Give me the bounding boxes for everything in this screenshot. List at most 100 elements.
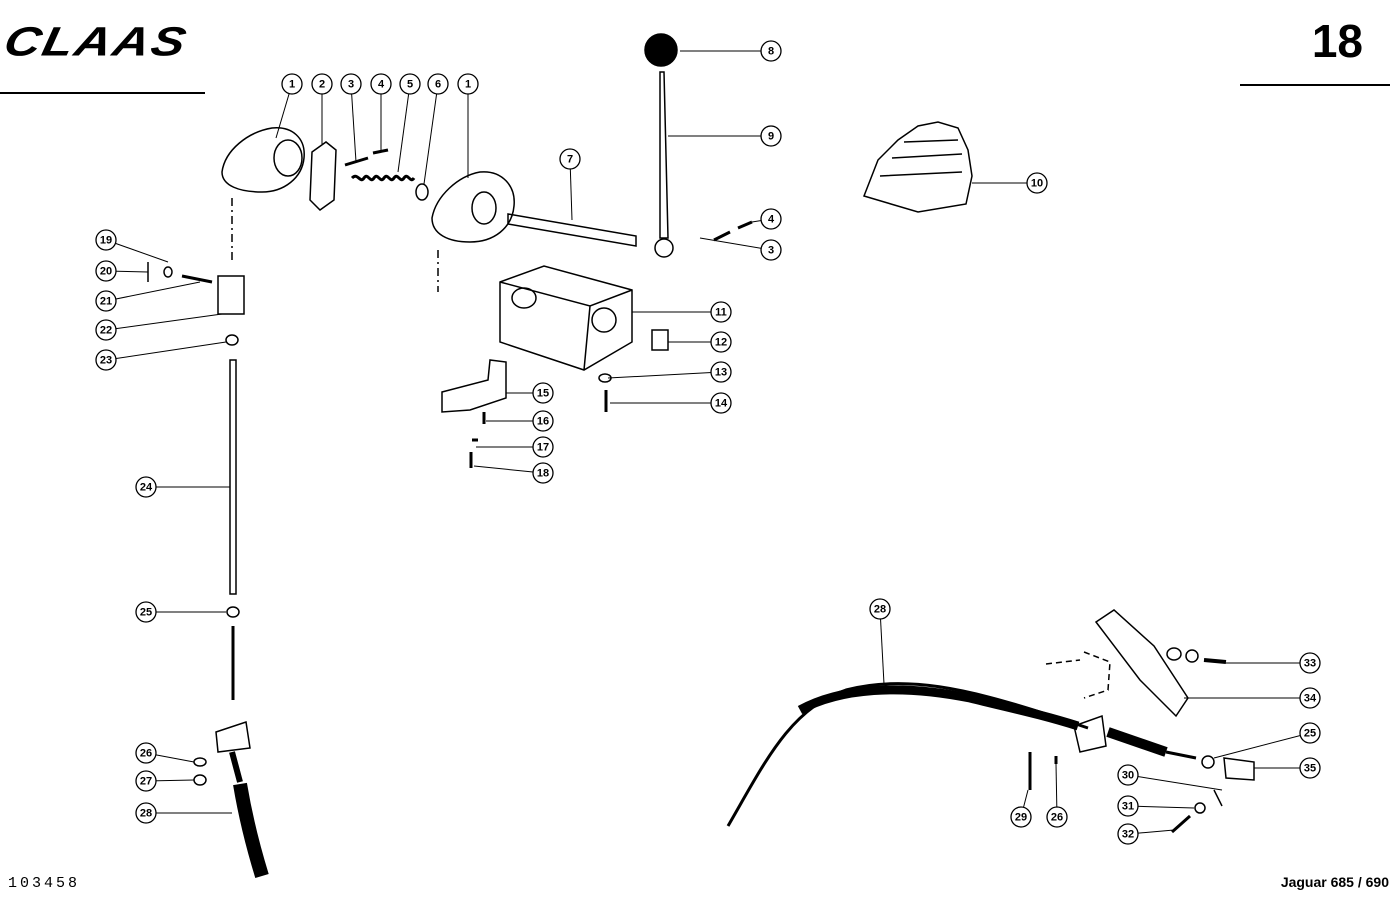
header-rule-right: [1240, 84, 1390, 86]
callout-number: 32: [1122, 829, 1134, 841]
callout-number: 34: [1304, 693, 1317, 705]
header-rule-left: [0, 92, 205, 94]
callout-circle: [532, 436, 554, 458]
leader-line-3: [350, 83, 357, 163]
leader-line-21: [105, 281, 201, 302]
leader-line-6: [423, 83, 439, 185]
cable-bellows-drawing: [1106, 727, 1168, 757]
lever-eye-drawing: [654, 238, 674, 258]
callout-16: 16: [532, 410, 554, 432]
callout-number: 20: [100, 266, 112, 278]
callout-circle: [135, 742, 157, 764]
callout-circle: [281, 73, 303, 95]
cable-rod-end-drawing: [1165, 750, 1197, 760]
cable-left-drawing: [233, 782, 269, 879]
callout-number: 4: [378, 79, 385, 91]
cotter-30-drawing: [1213, 789, 1223, 807]
callout-circle: [1026, 172, 1048, 194]
callout-number: 25: [140, 607, 152, 619]
callout-28: 28: [869, 598, 891, 620]
boot-folds-drawing: [879, 139, 963, 177]
leader-line-22: [105, 313, 223, 331]
callout-number: 6: [435, 79, 441, 91]
nut-25-right-drawing: [1201, 755, 1215, 769]
callout-circle: [311, 73, 333, 95]
callout-number: 31: [1122, 801, 1134, 813]
callout-7: 7: [559, 148, 581, 170]
callout-circle: [135, 802, 157, 824]
callout-circle: [1117, 823, 1139, 845]
callout-number: 15: [537, 388, 549, 400]
callout-33: 33: [1299, 652, 1321, 674]
callout-number: 9: [768, 131, 774, 143]
callout-number: 27: [140, 776, 152, 788]
cable-ferrule-drawing: [229, 751, 243, 783]
callout-circle: [1299, 652, 1321, 674]
washer-31-drawing: [1194, 802, 1206, 814]
pin-drawing: [344, 148, 389, 167]
callout-number: 4: [768, 214, 775, 226]
callout-circle: [95, 290, 117, 312]
washer-bracket-drawing: [1185, 649, 1199, 663]
washer-19-drawing: [163, 266, 173, 278]
callout-number: 25: [1304, 728, 1316, 740]
callout-32: 32: [1117, 823, 1139, 845]
leader-line-30: [1127, 774, 1223, 791]
mounting-bracket-drawing: [1094, 609, 1189, 718]
callout-number: 21: [100, 296, 112, 308]
callout-1: 1: [281, 73, 303, 95]
centerline-drawing: [231, 198, 439, 292]
callout-31: 31: [1117, 795, 1139, 817]
callout-number: 16: [537, 416, 549, 428]
callout-26: 26: [135, 742, 157, 764]
callout-circle: [532, 382, 554, 404]
knob-drawing: [644, 33, 678, 67]
callout-number: 1: [465, 79, 471, 91]
callout-15: 15: [532, 382, 554, 404]
drawing-number: 103458: [8, 875, 81, 892]
callout-circle: [1046, 806, 1068, 828]
callout-29: 29: [1010, 806, 1032, 828]
callout-number: 12: [715, 337, 727, 349]
callout-circle: [135, 476, 157, 498]
callout-3: 3: [760, 239, 782, 261]
leader-line-25: [1213, 732, 1311, 759]
nut-27-drawing: [193, 774, 207, 786]
block-bushing-2-drawing: [591, 307, 617, 333]
leader-line-5: [397, 83, 411, 173]
callout-number: 24: [140, 482, 153, 494]
callout-circle: [135, 770, 157, 792]
callout-23: 23: [95, 349, 117, 371]
callout-circle: [399, 73, 421, 95]
callout-number: 3: [348, 79, 354, 91]
callout-2: 2: [311, 73, 333, 95]
gate-bore-left-drawing: [273, 139, 303, 177]
callout-circle: [760, 40, 782, 62]
callout-number: 18: [537, 468, 549, 480]
callout-circle: [1299, 757, 1321, 779]
gate-housing-left-drawing: [221, 127, 305, 193]
cable-bracket-drawing: [215, 721, 251, 753]
callout-30: 30: [1117, 764, 1139, 786]
callout-circle: [1010, 806, 1032, 828]
leader-line-13: [607, 371, 722, 379]
callout-1: 1: [457, 73, 479, 95]
nut-25-drawing: [226, 606, 240, 618]
lever-pins-drawing: [713, 220, 753, 242]
block-bushing-1-drawing: [511, 287, 537, 309]
callout-24: 24: [135, 476, 157, 498]
callout-circle: [1117, 795, 1139, 817]
callout-number: 29: [1015, 812, 1027, 824]
lock-plate-drawing: [441, 359, 507, 413]
spring-drawing: [350, 174, 416, 182]
callout-10: 10: [1026, 172, 1048, 194]
nut-23-drawing: [225, 334, 239, 346]
bushing-drawing: [651, 329, 669, 351]
part-drawings: [147, 33, 1255, 879]
callout-circle: [95, 260, 117, 282]
callout-circle: [760, 239, 782, 261]
callout-circle: [1117, 764, 1139, 786]
washer-26-drawing: [193, 757, 207, 767]
callout-22: 22: [95, 319, 117, 341]
